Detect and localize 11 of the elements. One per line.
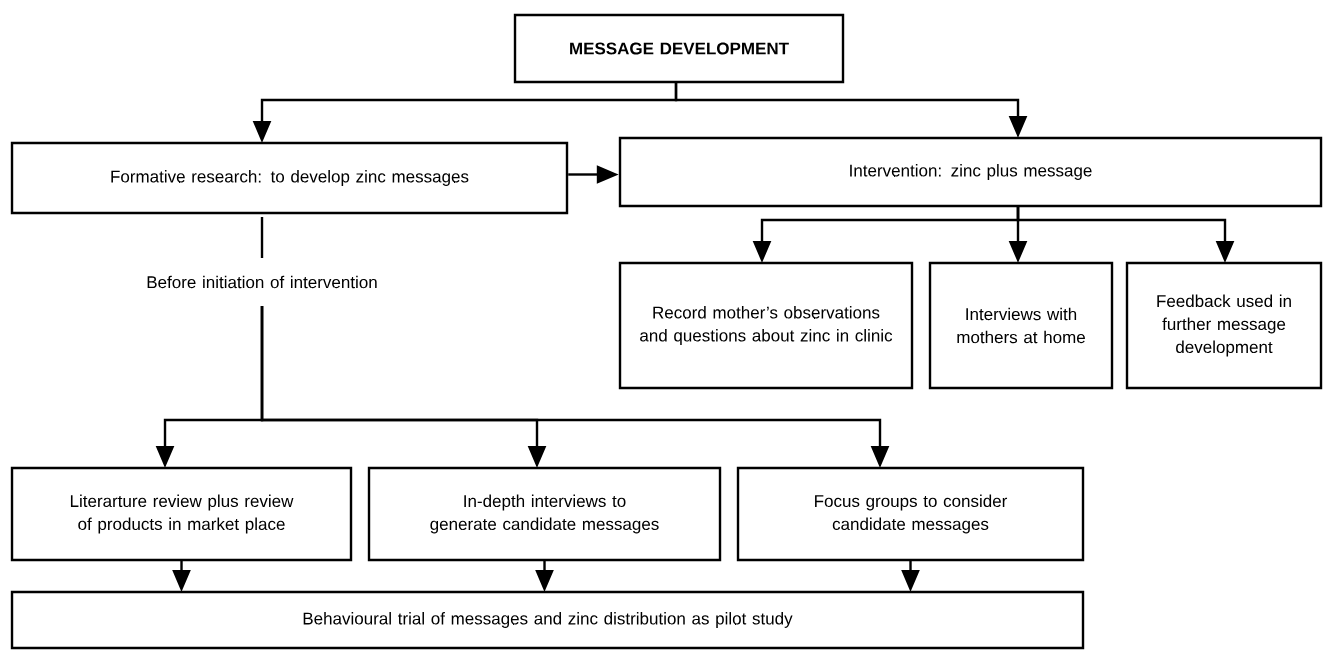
process-box: Interviews with mothers at home <box>928 261 1114 390</box>
process-box: Formative research: to develop zinc messages <box>10 141 569 215</box>
process-box: Feedback used in further message development <box>1125 261 1323 390</box>
phase-label: Before initiation of intervention <box>147 275 377 289</box>
process-box: In-depth interviews to generate candidate messages <box>367 466 722 562</box>
title-box: MESSAGE DEVELOPMENT <box>513 13 845 84</box>
process-box: Focus groups to consider candidate messages <box>736 466 1085 562</box>
process-box: Literarture review plus review of products in market place <box>10 466 353 562</box>
process-box: Behavioural trial of messages and zinc distribution as pilot study <box>10 590 1085 650</box>
process-box: Intervention: zinc plus message <box>618 136 1323 208</box>
process-box: Record mother’s observations and questions about zinc in clinic <box>618 261 914 390</box>
